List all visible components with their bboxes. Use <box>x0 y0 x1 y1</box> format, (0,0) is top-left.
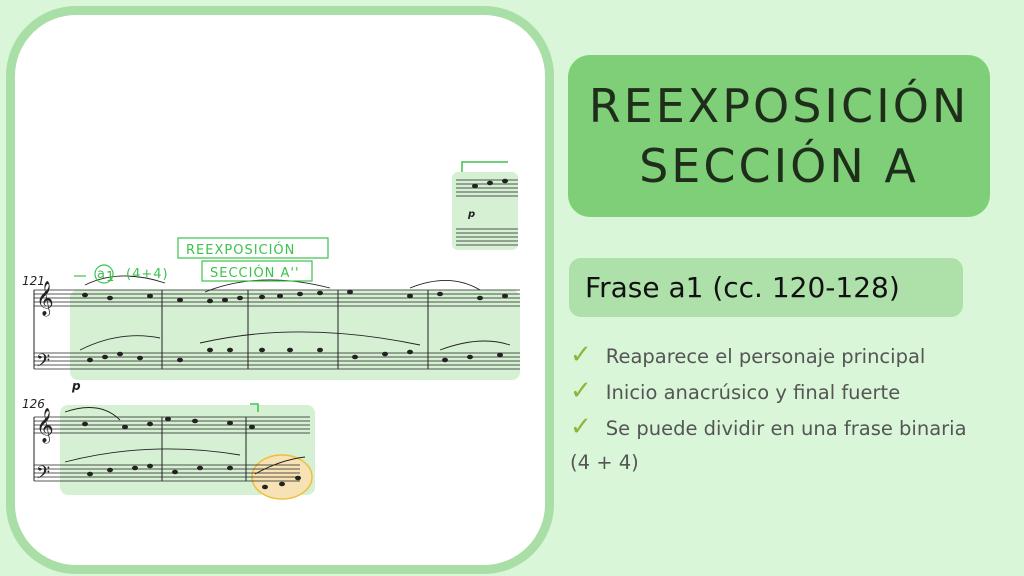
dynamic-piano-pickup: p <box>467 209 475 220</box>
music-score: 𝄞 𝄢 𝄞 𝄢 121 126 p p a 1 (4+4) REEXP <box>22 161 520 500</box>
dynamic-piano: p <box>71 379 81 393</box>
svg-text:𝄞: 𝄞 <box>36 281 54 317</box>
check-icon: ✓ <box>570 412 592 442</box>
check-icon: ✓ <box>570 340 592 370</box>
measure-number-121: 121 <box>22 274 45 288</box>
annotations: 121 126 p p a 1 (4+4) REEXPOSICIÓN SECCI… <box>22 161 508 412</box>
annotation-reexposicion: REEXPOSICIÓN <box>186 242 295 258</box>
bullet-text: Se puede dividir en una frase binaria (4… <box>570 417 967 474</box>
highlight-system-1 <box>70 290 520 380</box>
svg-text:𝄢: 𝄢 <box>36 351 50 376</box>
bullet-text: Reaparece el personaje principal <box>605 345 926 368</box>
check-icon: ✓ <box>570 376 592 406</box>
title-line-1: REEXPOSICIÓN <box>588 79 970 133</box>
phrase-label-sub: 1 <box>106 270 115 285</box>
slurs <box>64 275 511 475</box>
bullet-list: ✓ Reaparece el personaje principal ✓ Inici… <box>570 338 990 480</box>
bullet-item: ✓ Inicio anacrúsico y final fuerte <box>570 374 990 410</box>
phrase-circle <box>94 264 114 284</box>
staff-lines <box>33 179 520 482</box>
svg-text:𝄞: 𝄞 <box>36 408 54 444</box>
structure-label: (4+4) <box>126 267 169 282</box>
subtitle: Frase a1 (cc. 120-128) <box>585 271 900 304</box>
phrase-label: a <box>97 267 106 282</box>
measure-number-126: 126 <box>22 397 45 411</box>
bullet-item: ✓ Reaparece el personaje principal <box>570 338 990 374</box>
highlight-pickup <box>452 172 518 250</box>
title-box: REEXPOSICIÓN SECCIÓN A <box>568 55 990 217</box>
svg-text:𝄢: 𝄢 <box>36 463 50 488</box>
subtitle-box: Frase a1 (cc. 120-128) <box>569 258 963 317</box>
bullet-text: Inicio anacrúsico y final fuerte <box>605 381 901 404</box>
annotation-seccion: SECCIÓN A'' <box>210 265 300 281</box>
title-line-2: SECCIÓN A <box>639 139 919 193</box>
notes: 𝄞 𝄢 𝄞 𝄢 <box>36 178 508 490</box>
bullet-item: ✓Se puede dividir en una frase binaria (… <box>570 410 990 480</box>
